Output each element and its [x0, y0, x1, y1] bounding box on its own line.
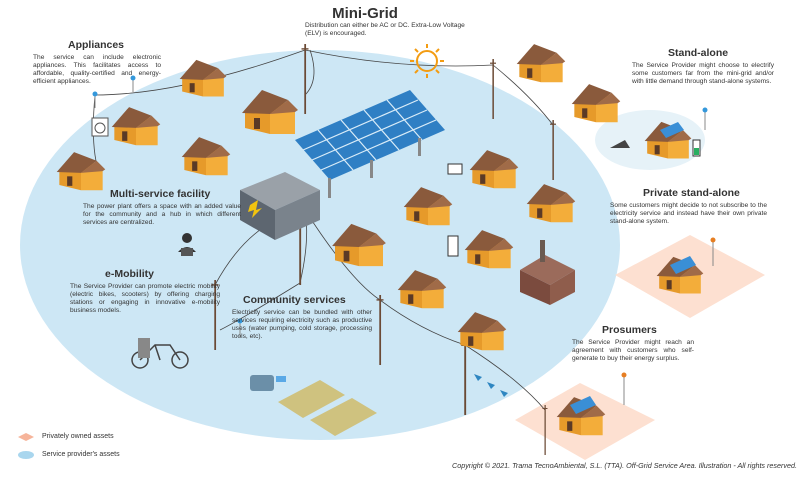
rooftop-panel [660, 122, 684, 138]
legend-private: Privately owned assets [42, 433, 114, 440]
user-computer-icon [178, 233, 196, 256]
appliances-text: The service can include electronic appli… [33, 54, 161, 85]
water-pump-icon [250, 375, 286, 391]
rooftop-panel [570, 396, 596, 414]
factory-building [520, 240, 575, 305]
standalone-title: Stand-alone [668, 47, 729, 59]
community-text: Electricity service can be bundled with … [232, 309, 372, 340]
power-plant-container [240, 172, 320, 240]
emobility-title: e-Mobility [105, 268, 154, 280]
private-standalone-text: Some customers might decide to not subsc… [610, 202, 767, 225]
energy-surplus-arrows [474, 374, 508, 397]
rooftop-panel [670, 256, 696, 274]
sun-icon [410, 44, 444, 78]
private-standalone-title: Private stand-alone [643, 187, 740, 199]
charging-station-icon [138, 338, 150, 358]
iron-icon [610, 140, 630, 148]
prosumers-title: Prosumers [602, 324, 657, 336]
community-title: Community services [243, 294, 346, 306]
washing-machine-icon [91, 117, 109, 137]
emobility-text: The Service Provider can promote electri… [70, 283, 220, 314]
irrigation-field [278, 380, 377, 436]
meter-markers [92, 75, 716, 405]
battery-icon [692, 139, 701, 157]
legend-provider-label: Service provider's assets [42, 451, 120, 458]
legend-private-swatch [18, 433, 34, 441]
tv-icon [447, 163, 463, 175]
solar-array [295, 90, 445, 198]
fridge-icon [447, 235, 459, 257]
copyright-text: Copyright © 2021. Trama TecnoAmbiental, … [452, 461, 797, 470]
standalone-text: The Service Provider might choose to ele… [632, 62, 774, 85]
house [571, 84, 621, 123]
house [516, 44, 566, 83]
multiservice-text: The power plant offers a space with an a… [83, 203, 241, 226]
legend-private-label: Privately owned assets [42, 433, 114, 440]
legend-provider-swatch [18, 451, 34, 459]
multiservice-title: Multi-service facility [110, 188, 211, 200]
title-description: Distribution can either be AC or DC. Ext… [305, 22, 465, 37]
appliances-title: Appliances [68, 39, 125, 51]
prosumers-text: The Service Provider might reach an agre… [572, 339, 694, 362]
legend-provider: Service provider's assets [42, 451, 120, 458]
page-title: Mini-Grid [332, 5, 398, 22]
